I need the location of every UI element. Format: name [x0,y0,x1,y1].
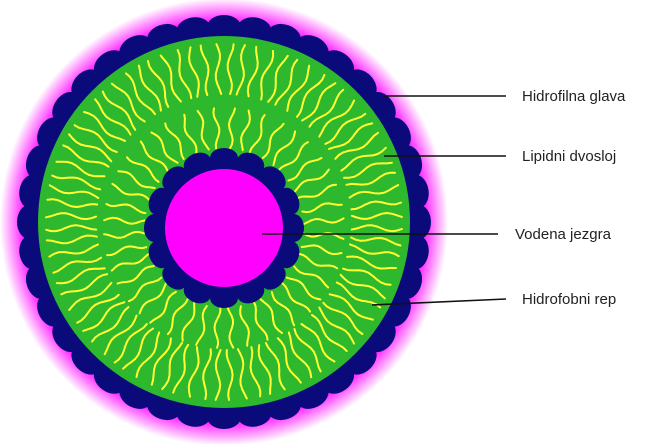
label-aqueous-core: Vodena jezgra [515,226,612,243]
outer-head [207,15,241,39]
outer-head [207,405,241,429]
label-lipid-bilayer: Lipidni dvosloj [522,148,616,165]
outer-head [17,205,41,239]
aqueous-core [165,169,283,287]
label-hydrophilic-head: Hidrofilna glava [522,88,626,105]
labels: Hidrofilna glava Lipidni dvosloj Vodena … [515,88,626,308]
label-hydrophobic-tail: Hidrofobni rep [522,291,616,308]
